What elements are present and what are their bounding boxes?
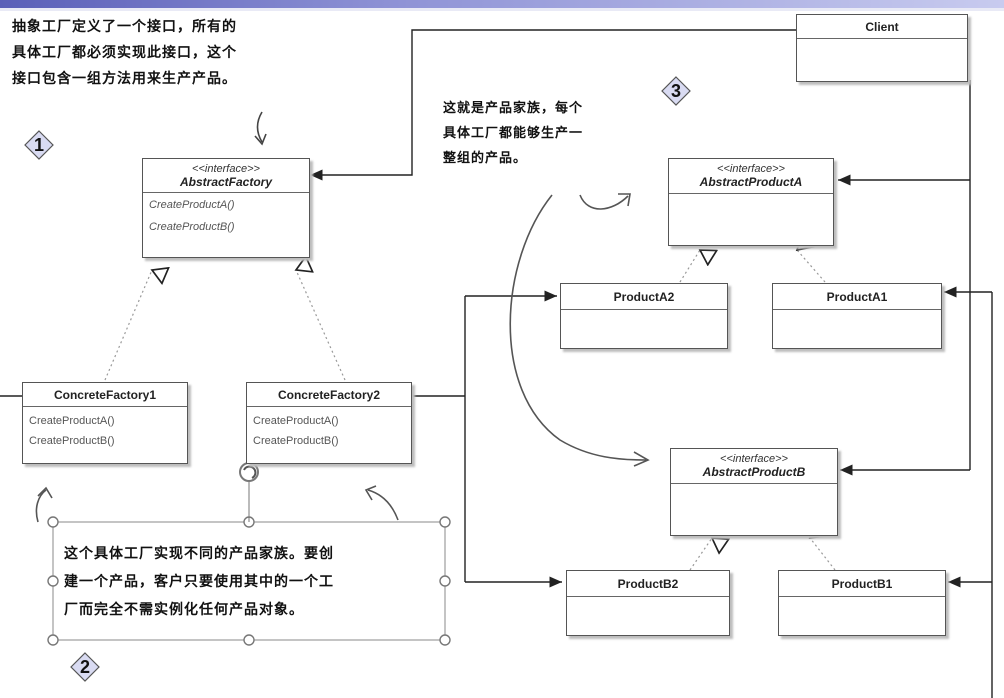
stereotype-label: <<interface>> [720,453,788,465]
product-a2-class: ProductA2 [560,283,728,349]
note2-line: 厂而完全不需实例化任何产品对象。 [64,602,304,618]
b2-realizes-apb [689,538,712,571]
class-name: ProductA1 [773,284,941,310]
note1-line: 接口包含一组方法用来生产产品。 [12,71,237,87]
class-name: ProductA2 [561,284,727,310]
class-name: AbstractProductA [699,175,803,189]
operation: CreateProductB() [29,435,115,447]
note-1: 抽象工厂定义了一个接口，所有的 具体工厂都必须实现此接口，这个 接口包含一组方法… [12,14,237,92]
class-name: ProductB2 [567,571,729,597]
concrete-factory2-class: ConcreteFactory2 CreateProductA() Create… [246,382,412,464]
class-name: AbstractFactory [179,175,273,189]
note3-line: 这就是产品家族，每个 [443,101,584,116]
cf1-realizes-af [104,270,152,381]
abstract-factory-class: <<interface>> AbstractFactory CreateProd… [142,158,310,258]
operation: CreateProductA() [149,199,235,211]
a2-realizes-apa [679,250,700,283]
note3-pointer-arrow [579,194,629,210]
note2-line: 这个具体工厂实现不同的产品家族。要创 [64,546,334,562]
note1-line: 抽象工厂定义了一个接口，所有的 [12,19,237,35]
window-top-bar [0,0,1004,8]
b1-realizes-apb [810,538,836,571]
note1-pointer-arrow [256,111,263,143]
badge-number: 3 [670,81,681,101]
client-to-abstractfactory-line [310,29,796,181]
class-name: ConcreteFactory1 [23,383,187,407]
stereotype-label: <<interface>> [717,163,785,175]
class-name: Client [797,15,967,39]
note2-right-arrow [367,489,399,521]
window-top-bar-shadow [0,8,1004,11]
client-class: Client [796,14,968,82]
note-2[interactable]: 这个具体工厂实现不同的产品家族。要创 建一个产品，客户只要使用其中的一个工 厂而… [64,540,334,624]
operation: CreateProductB() [253,435,339,447]
concrete-factory1-class: ConcreteFactory1 CreateProductA() Create… [22,382,188,464]
note3-line: 整组的产品。 [443,151,528,166]
family-curve-arrow [509,194,647,461]
abstract-product-a-class: <<interface>> AbstractProductA [668,158,834,246]
class-name: ProductB1 [779,571,945,597]
rotate-handle-icon [239,462,259,482]
operation: CreateProductA() [29,415,115,427]
note1-line: 具体工厂都必须实现此接口，这个 [12,45,237,61]
abstract-product-b-class: <<interface>> AbstractProductB [670,448,838,536]
class-name: ConcreteFactory2 [247,383,411,407]
operation: CreateProductA() [253,415,339,427]
class-name: AbstractProductB [702,465,806,479]
stereotype-label: <<interface>> [192,163,260,175]
badge-3: 3 [661,76,691,106]
operation: CreateProductB() [149,221,235,233]
note2-line: 建一个产品，客户只要使用其中的一个工 [64,574,334,590]
badge-number: 2 [79,657,90,677]
product-b2-class: ProductB2 [566,570,730,636]
note2-left-arrow [35,489,47,523]
badge-1: 1 [24,130,54,160]
badge-2: 2 [70,652,100,682]
badge-number: 1 [33,135,44,155]
product-a1-class: ProductA1 [772,283,942,349]
product-b1-class: ProductB1 [778,570,946,636]
cf2-realizes-af [296,270,346,381]
a1-realizes-apa [797,250,826,283]
note3-line: 具体工厂都能够生产一 [443,126,584,141]
note-3: 这就是产品家族，每个 具体工厂都能够生产一 整组的产品。 [443,96,583,171]
